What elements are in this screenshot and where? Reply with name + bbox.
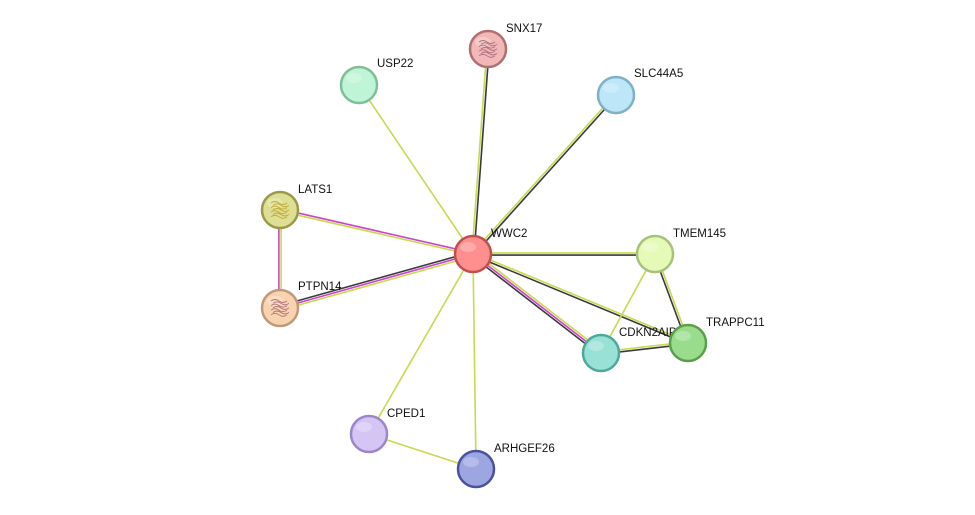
node-circle[interactable] (260, 288, 300, 328)
node-label: TMEM145 (673, 228, 726, 240)
edge-line (471, 255, 601, 356)
edge-wwc2-cped1 (368, 253, 474, 435)
node-circle[interactable] (635, 234, 675, 274)
node-circle[interactable] (260, 190, 300, 230)
edge-wwc2-arhgef26 (472, 253, 477, 470)
edge-wwc2-lats1 (279, 208, 474, 256)
node-highlight (356, 422, 372, 432)
edge-line (472, 254, 688, 345)
edge-wwc2-ptpn14 (279, 251, 474, 311)
node-slc44a5[interactable]: SLC44A5 (596, 68, 683, 115)
edge-wwc2-trappc11 (472, 252, 689, 345)
node-highlight (346, 73, 362, 83)
node-usp22[interactable]: USP22 (339, 58, 413, 105)
node-circle[interactable] (668, 323, 708, 363)
node-circle[interactable] (596, 75, 636, 115)
node-highlight (475, 37, 491, 47)
edge-line (473, 252, 689, 343)
edge-line (473, 251, 603, 352)
node-trappc11[interactable]: TRAPPC11 (668, 317, 765, 363)
edge-line (473, 49, 490, 255)
edge-line (358, 84, 474, 255)
node-arhgef26[interactable]: ARHGEF26 (456, 443, 555, 489)
edge-line (471, 48, 488, 254)
node-label: CDKN2AIP (619, 327, 677, 339)
edge-wwc2-slc44a5 (471, 93, 618, 256)
edge-line (279, 253, 474, 309)
node-label: SNX17 (506, 23, 542, 35)
node-circle[interactable] (581, 333, 621, 373)
node-highlight (588, 341, 604, 351)
node-cped1[interactable]: CPED1 (349, 408, 425, 454)
node-label: CPED1 (387, 408, 425, 420)
node-snx17[interactable]: SNX17 (468, 23, 542, 69)
edge-line (279, 251, 473, 307)
node-label: ARHGEF26 (494, 443, 555, 455)
node-circle[interactable] (468, 29, 508, 69)
edge-line (471, 93, 616, 254)
protein-structure-icon (478, 40, 498, 58)
node-highlight (460, 242, 476, 252)
edge-line (280, 255, 474, 311)
edge-line (472, 253, 602, 354)
edge-wwc2-tmem145 (473, 252, 655, 256)
protein-structure-icon (270, 299, 290, 317)
node-wwc2[interactable]: WWC2 (453, 228, 527, 274)
node-circle[interactable] (453, 234, 493, 274)
protein-structure-icon (270, 201, 290, 219)
node-label: TRAPPC11 (706, 317, 765, 329)
node-highlight (642, 242, 658, 252)
node-lats1[interactable]: LATS1 (260, 184, 332, 230)
node-label: SLC44A5 (634, 68, 683, 80)
node-highlight (675, 331, 691, 341)
edge-line (279, 210, 473, 256)
edge-wwc2-cdkn2aip (471, 251, 603, 356)
edge-line (368, 253, 474, 435)
edge-wwc2-snx17 (471, 48, 490, 255)
node-highlight (267, 296, 283, 306)
node-circle[interactable] (456, 449, 496, 489)
node-highlight (603, 83, 619, 93)
node-label: PTPN14 (298, 281, 342, 293)
node-circle[interactable] (339, 65, 379, 105)
node-label: USP22 (377, 58, 413, 70)
node-circle[interactable] (349, 414, 389, 454)
edge-line (473, 95, 618, 256)
edge-wwc2-usp22 (358, 84, 474, 255)
node-label: LATS1 (298, 184, 332, 196)
node-ptpn14[interactable]: PTPN14 (260, 281, 342, 328)
node-label: WWC2 (491, 228, 527, 240)
node-highlight (463, 457, 479, 467)
node-highlight (267, 198, 283, 208)
edge-line (472, 253, 477, 470)
node-layer: WWC2 SNX17USP22SLC44A5LATS1TMEM145PTPN14C… (260, 23, 765, 489)
node-cdkn2aip[interactable]: CDKN2AIP (581, 327, 677, 373)
edge-line (280, 208, 474, 254)
node-tmem145[interactable]: TMEM145 (635, 228, 726, 274)
